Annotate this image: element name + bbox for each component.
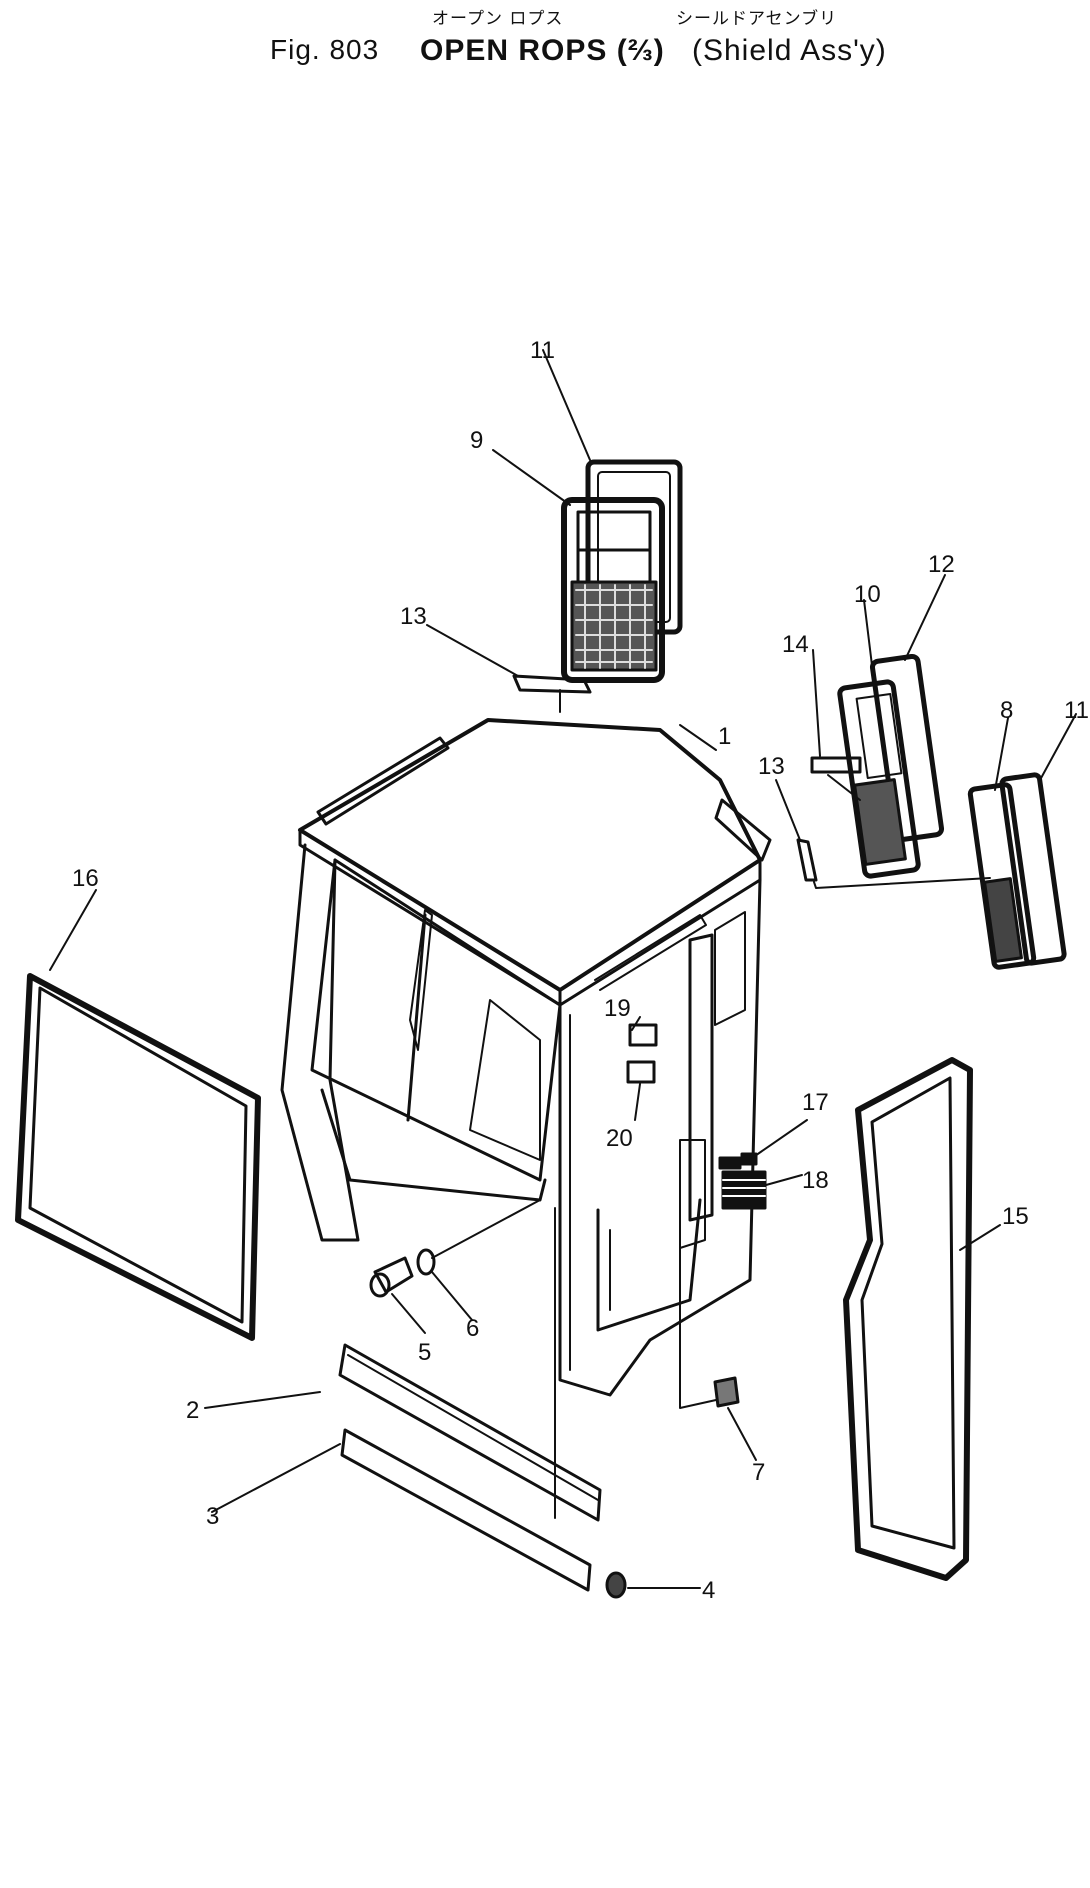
latch-part-13-side <box>796 838 818 882</box>
rail-part-3 <box>340 1428 592 1592</box>
cap-part-4 <box>605 1571 627 1599</box>
callout-labels: 11 9 13 1 14 10 12 8 11 13 16 19 20 17 1… <box>72 337 1089 1604</box>
callout-14: 14 <box>782 631 809 658</box>
callout-13-side: 13 <box>758 753 785 780</box>
decal-part-18 <box>721 1170 767 1210</box>
figure-title: OPEN ROPS (⅔) <box>420 34 665 67</box>
washer-part-6 <box>416 1248 436 1276</box>
figure-number: Fig. 803 <box>270 34 380 65</box>
cab-body-part-1 <box>280 718 772 1397</box>
callout-11-side: 11 <box>1064 697 1089 724</box>
bolt-part-5 <box>369 1256 414 1298</box>
decal-part-17 <box>718 1152 758 1170</box>
callout-4: 4 <box>702 1577 715 1604</box>
glass-part-16 <box>15 973 261 1341</box>
window-frame-part-9-top <box>561 497 665 683</box>
callout-9: 9 <box>470 427 483 454</box>
rail-part-2 <box>338 1343 602 1522</box>
callout-11-top: 11 <box>530 337 555 364</box>
callout-6: 6 <box>466 1315 479 1342</box>
latch-part-13-top <box>512 674 592 713</box>
callout-18: 18 <box>802 1167 829 1194</box>
callout-16: 16 <box>72 865 99 892</box>
callout-12: 12 <box>928 551 955 578</box>
callout-20: 20 <box>606 1125 633 1152</box>
figure-subtitle: (Shield Ass'y) <box>692 34 887 67</box>
callout-17: 17 <box>802 1089 829 1116</box>
callout-10: 10 <box>854 581 881 608</box>
decal-part-19 <box>628 1023 658 1047</box>
title-japanese-right: シールドアセンブリ <box>676 9 838 29</box>
title-block: オープン ロプス シールドアセンブリ Fig. 803 OPEN ROPS (⅔… <box>0 0 1090 90</box>
leader-lines <box>49 349 1077 1589</box>
callout-15: 15 <box>1002 1203 1029 1230</box>
callout-13-top: 13 <box>400 603 427 630</box>
title-japanese-left: オープン ロプス <box>432 9 564 29</box>
callout-7: 7 <box>752 1459 765 1486</box>
callout-1: 1 <box>718 723 731 750</box>
glass-part-15 <box>843 1057 973 1581</box>
callout-3: 3 <box>206 1503 219 1530</box>
callout-19: 19 <box>604 995 631 1022</box>
callout-8: 8 <box>1000 697 1013 724</box>
window-frame-part-11-side <box>999 772 1067 966</box>
window-frame-part-12 <box>869 653 945 843</box>
callout-2: 2 <box>186 1397 199 1424</box>
latch-part-14 <box>810 756 862 774</box>
callout-5: 5 <box>418 1339 431 1366</box>
window-frame-part-10 <box>837 679 921 879</box>
window-frame-part-8 <box>967 782 1037 970</box>
decal-part-20 <box>626 1060 656 1084</box>
clip-part-7 <box>713 1376 740 1408</box>
